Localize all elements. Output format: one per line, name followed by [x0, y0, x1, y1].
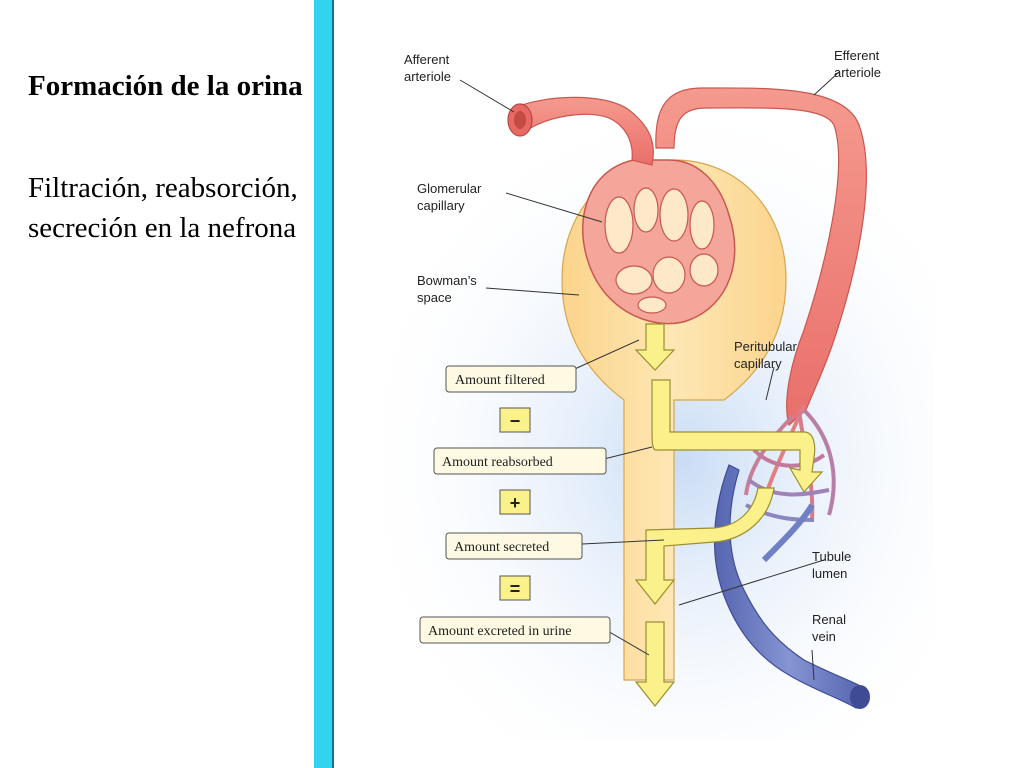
- slide-title: Formación de la orina: [28, 70, 303, 102]
- minus-symbol: −: [510, 411, 521, 431]
- glomerular-label-line2: capillary: [417, 198, 465, 213]
- amount-secreted-box: Amount secreted: [445, 532, 583, 560]
- secretion-arrow: [634, 487, 775, 605]
- amount-filtered-text: Amount filtered: [455, 373, 545, 388]
- tubule-label-line2: lumen: [812, 566, 847, 581]
- glomerular-label-line1: Glomerular: [417, 181, 482, 196]
- nephron-diagram: Afferent arteriole Efferent arteriole Gl…: [374, 48, 934, 740]
- reabsorption-arrow: [651, 379, 824, 494]
- renal-label-line1: Renal: [812, 612, 846, 627]
- nephron-figure: Afferent arteriole Efferent arteriole Gl…: [334, 0, 1024, 768]
- renal-label-line2: vein: [812, 629, 836, 644]
- bowman-label-line1: Bowman’s: [417, 273, 477, 288]
- plus-operator: +: [499, 489, 531, 515]
- amount-reabsorbed-box: Amount reabsorbed: [433, 447, 607, 475]
- flow-arrows: [634, 323, 824, 707]
- slide-subtitle: Filtración, reabsorción, secreción en la…: [28, 172, 298, 244]
- bowman-label-line2: space: [417, 290, 452, 305]
- plus-symbol: +: [510, 493, 521, 513]
- afferent-label-line2: arteriole: [404, 69, 451, 84]
- afferent-arteriole-shape: [513, 96, 654, 166]
- efferent-label-line2: arteriole: [834, 65, 881, 80]
- amount-secreted-text: Amount secreted: [454, 540, 549, 555]
- afferent-label-line1: Afferent: [404, 52, 450, 67]
- renal-vein-shape: [713, 464, 865, 709]
- accent-divider-edge: [332, 0, 334, 768]
- amount-excreted-box: Amount excreted in urine: [419, 616, 611, 644]
- renal-vein-opening: [850, 685, 870, 709]
- amount-filtered-box: Amount filtered: [445, 365, 577, 393]
- leader-lines: [459, 71, 840, 681]
- equals-symbol: =: [510, 579, 521, 599]
- peritubular-label-line2: capillary: [734, 356, 782, 371]
- glomerular-capillary-tuft: [582, 159, 736, 325]
- efferent-label-line1: Efferent: [834, 48, 880, 63]
- amount-excreted-text: Amount excreted in urine: [428, 624, 571, 639]
- peritubular-label-line1: Peritubular: [734, 339, 798, 354]
- accent-divider-bar: [314, 0, 332, 768]
- equals-operator: =: [499, 575, 531, 601]
- urine-arrow: [634, 621, 676, 707]
- minus-operator: −: [499, 407, 531, 433]
- amount-reabsorbed-text: Amount reabsorbed: [442, 455, 553, 470]
- filtration-arrow: [634, 323, 676, 371]
- tubule-label-line1: Tubule: [812, 549, 851, 564]
